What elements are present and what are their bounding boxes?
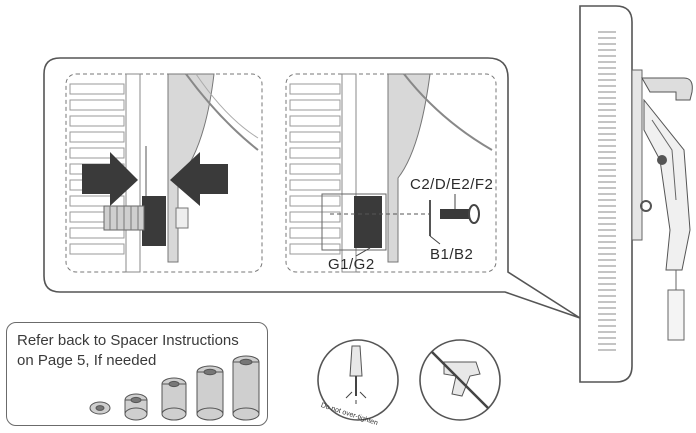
washer-parts-label: B1/B2: [430, 246, 474, 263]
spacer-note-line2: on Page 5, If needed: [17, 352, 157, 369]
no-overtighten-icon: [317, 339, 399, 421]
detail-right: [285, 73, 497, 273]
spacer-note-box: Refer back to Spacer Instructions on Pag…: [6, 322, 268, 426]
spacer-note-line1: Refer back to Spacer Instructions: [17, 332, 239, 349]
callout-bubble: [43, 57, 581, 319]
spacer-parts-label: G1/G2: [328, 256, 375, 273]
spacer-stacks: [89, 355, 260, 421]
no-power-drill-icon: [419, 339, 501, 421]
detail-left: [65, 73, 263, 273]
monitor-side-view: [579, 5, 693, 383]
spacer-note-text: Refer back to Spacer Instructions on Pag…: [17, 331, 239, 371]
screw-parts-label: C2/D/E2/F2: [410, 176, 494, 193]
